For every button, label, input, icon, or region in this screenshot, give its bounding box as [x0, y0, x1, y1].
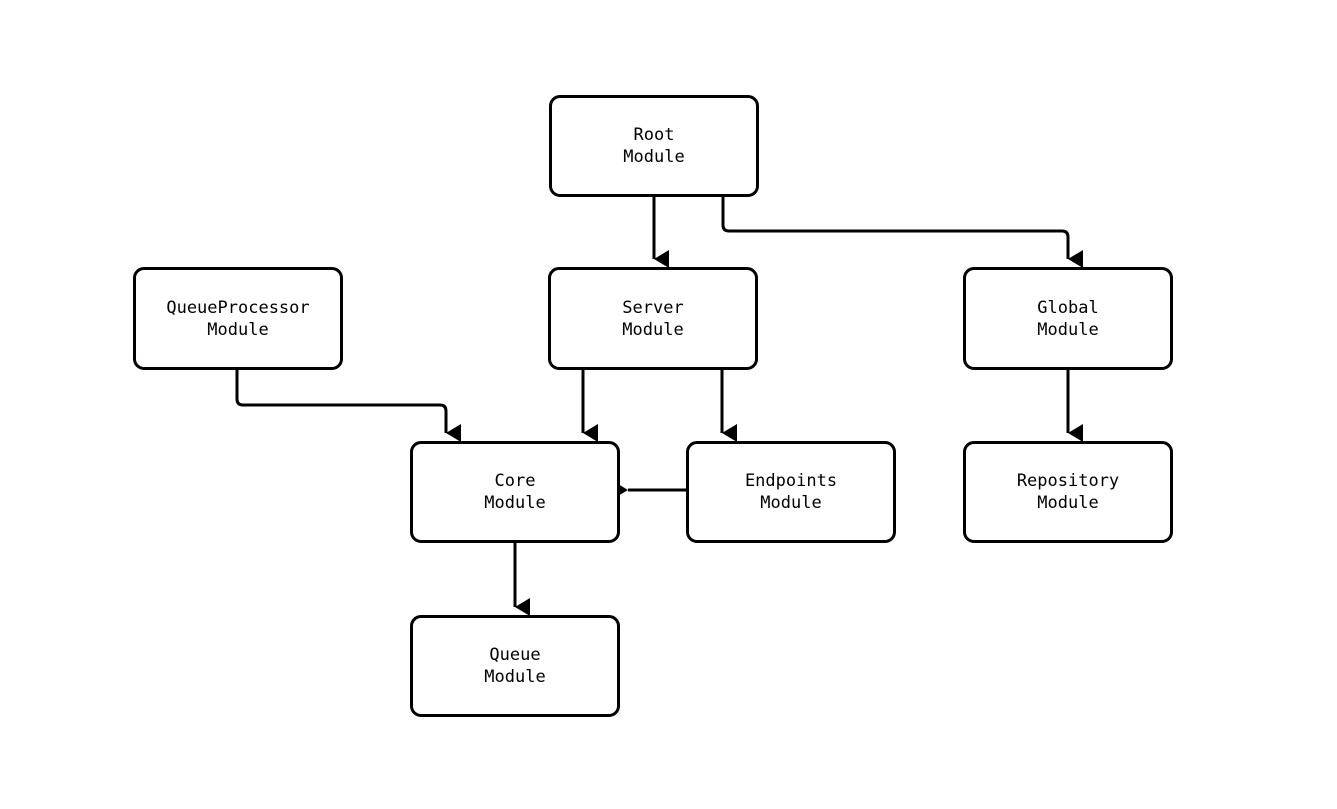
node-label-line2: Module	[207, 319, 269, 340]
edge-root-to-global	[721, 197, 1083, 268]
node-label-line2: Module	[623, 147, 685, 167]
node-label-line2: Module	[484, 667, 546, 687]
node-label-line1: Queue	[489, 645, 541, 665]
node-endpoints-module[interactable]: Endpoints Module	[686, 441, 896, 543]
node-core-module[interactable]: Core Module	[410, 441, 620, 543]
edge-queueprocessor-to-core	[235, 370, 461, 442]
node-label-line2: Module	[1037, 493, 1099, 513]
node-queue-module[interactable]: Queue Module	[410, 615, 620, 717]
node-label-line2: Module	[484, 493, 546, 513]
node-label-line1: Endpoints	[744, 471, 838, 491]
node-server-module[interactable]: Server Module	[548, 267, 758, 370]
node-queueprocessor-module[interactable]: QueueProcessor Module	[133, 267, 343, 370]
node-label-line1: Global	[1037, 297, 1099, 318]
node-root-module[interactable]: Root Module	[549, 95, 759, 197]
node-label-line1: Root	[633, 125, 675, 145]
node-label-line2: Module	[1037, 319, 1099, 340]
node-repository-module[interactable]: Repository Module	[963, 441, 1173, 543]
node-label-line1: QueueProcessor	[166, 297, 310, 318]
node-label-line1: Core	[494, 471, 536, 491]
node-global-module[interactable]: Global Module	[963, 267, 1173, 370]
node-label-line1: Server	[622, 297, 684, 318]
node-label-line2: Module	[760, 493, 822, 513]
node-label-line1: Repository	[1016, 471, 1120, 491]
node-label-line2: Module	[622, 319, 684, 340]
